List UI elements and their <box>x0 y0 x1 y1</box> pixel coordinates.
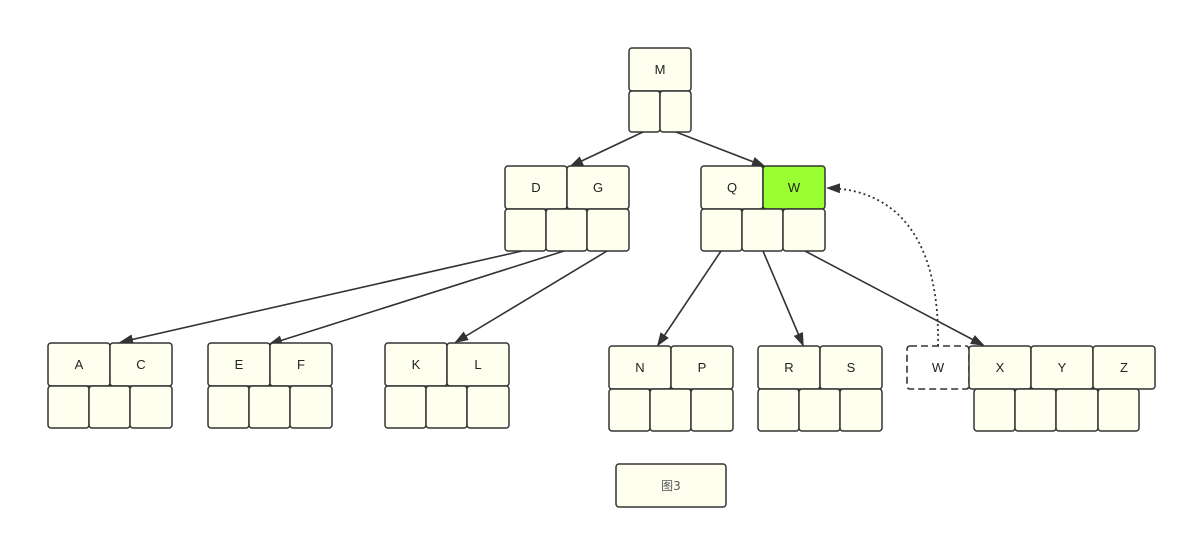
pointer-cell <box>782 208 826 252</box>
edge-w-moved-up-dotted <box>826 183 939 347</box>
key-label-highlighted: W <box>788 180 801 195</box>
node-dg: D G <box>504 165 630 252</box>
key-label-moved: W <box>932 360 945 375</box>
pointer-cell <box>1014 388 1057 432</box>
key-cell <box>628 47 692 92</box>
key-label: Z <box>1120 360 1128 375</box>
pointer-cell <box>659 90 692 133</box>
node-rs: R S <box>757 345 883 432</box>
pointer-cell <box>47 385 90 429</box>
key-label: R <box>784 360 793 375</box>
edge-m-to-dg <box>569 131 644 167</box>
pointer-cell <box>839 388 883 432</box>
key-label: N <box>635 360 644 375</box>
pointer-cell <box>129 385 173 429</box>
node-root: M <box>628 47 692 133</box>
pointer-cell <box>798 388 841 432</box>
edge-qw-to-rs <box>762 250 804 347</box>
key-label: D <box>531 180 540 195</box>
node-kl: K L <box>384 342 510 429</box>
pointer-cell <box>628 90 661 133</box>
node-np: N P <box>608 345 734 432</box>
node-wxyz: W X Y Z <box>906 345 1156 432</box>
edge-dg-to-kl <box>454 250 608 344</box>
pointer-cell <box>700 208 743 252</box>
node-qw: Q W <box>700 165 826 252</box>
pointer-cell <box>88 385 131 429</box>
key-label: A <box>75 357 84 372</box>
node-ac: A C <box>47 342 173 429</box>
pointer-cell <box>545 208 588 252</box>
caption-frame <box>615 463 727 508</box>
pointer-cell <box>649 388 692 432</box>
edge-m-to-qw <box>675 131 766 167</box>
pointer-cell <box>690 388 734 432</box>
edge-qw-to-wxyz <box>804 250 985 346</box>
key-label: K <box>412 357 421 372</box>
key-label: F <box>297 357 305 372</box>
pointer-cell <box>608 388 651 432</box>
pointer-cell <box>504 208 547 252</box>
edge-dg-to-ac <box>119 250 523 345</box>
pointer-cell <box>973 388 1016 432</box>
pointer-cell <box>741 208 784 252</box>
key-label: G <box>593 180 603 195</box>
key-label: X <box>996 360 1005 375</box>
pointer-cell <box>1097 388 1140 432</box>
pointer-cell <box>207 385 250 429</box>
key-label: Y <box>1058 360 1067 375</box>
key-label: C <box>136 357 145 372</box>
pointer-cell <box>425 385 468 429</box>
edges <box>119 131 985 347</box>
pointer-cell <box>384 385 427 429</box>
key-label: P <box>698 360 707 375</box>
key-label: Q <box>727 180 737 195</box>
key-label: S <box>847 360 856 375</box>
edge-dg-to-ef <box>268 250 565 346</box>
key-label: E <box>235 357 244 372</box>
pointer-cell <box>1055 388 1099 432</box>
caption-label: 图3 <box>661 479 681 493</box>
key-label: M <box>655 62 666 77</box>
pointer-cell <box>586 208 630 252</box>
pointer-cell <box>289 385 333 429</box>
pointer-cell <box>757 388 800 432</box>
key-label: L <box>474 357 481 372</box>
pointer-cell <box>248 385 291 429</box>
node-ef: E F <box>207 342 333 429</box>
edge-qw-to-np <box>656 250 722 347</box>
caption-box: 图3 <box>615 463 727 508</box>
pointer-cell <box>466 385 510 429</box>
